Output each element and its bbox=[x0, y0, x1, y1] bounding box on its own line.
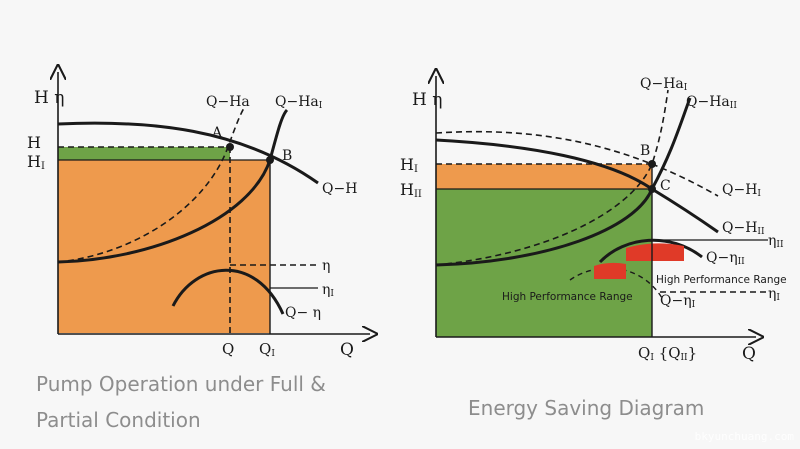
left-qha1-curve bbox=[57, 108, 289, 264]
right-qi-qii-label: QI {QII} bbox=[638, 344, 697, 363]
right-qh2-curve bbox=[435, 138, 719, 234]
right-q-eta1-label: Q−ηI bbox=[660, 293, 696, 310]
left-diagram: H η H HI Q−Ha Q−HaI A B Q−H η ηI Q− η Q … bbox=[27, 72, 370, 360]
left-point-a bbox=[226, 143, 234, 151]
right-etaii-label: ηII bbox=[768, 233, 784, 250]
left-caption: Pump Operation under Full & Partial Cond… bbox=[36, 366, 326, 438]
left-green-band bbox=[58, 147, 230, 160]
right-hpr-mark-1 bbox=[594, 262, 626, 279]
right-hii-label: HII bbox=[400, 180, 422, 200]
right-qha1-label: Q−HaI bbox=[640, 76, 688, 93]
right-qh2-label: Q−HII bbox=[722, 220, 765, 237]
right-etai-label: ηI bbox=[768, 286, 780, 303]
right-q-eta2-label: Q−ηII bbox=[706, 250, 745, 267]
left-point-b bbox=[266, 156, 274, 164]
left-h-label: H bbox=[27, 133, 41, 152]
right-qh1-curve bbox=[435, 130, 719, 197]
right-hpr-label-2: High Performance Range bbox=[656, 274, 787, 286]
left-point-b-label: B bbox=[282, 148, 292, 164]
watermark: bkyunchuang.com bbox=[694, 430, 794, 443]
right-point-b-label: B bbox=[640, 143, 650, 159]
left-qha-curve bbox=[57, 107, 245, 263]
left-q-eta-label: Q− η bbox=[285, 305, 321, 321]
left-eta1-label: ηI bbox=[322, 282, 334, 299]
right-hi-label: HI bbox=[400, 155, 418, 175]
right-hpr-label-1: High Performance Range bbox=[502, 291, 633, 303]
left-qha-label: Q−Ha bbox=[206, 94, 250, 110]
left-q1-label: QI bbox=[259, 340, 275, 359]
right-hpr-mark-2 bbox=[626, 243, 684, 261]
left-qh-label: Q−H bbox=[322, 181, 357, 197]
left-h1-label: HI bbox=[27, 152, 45, 172]
left-orange-area bbox=[58, 160, 270, 333]
left-q-eta-curve bbox=[171, 268, 285, 315]
left-q-label: Q bbox=[222, 340, 234, 358]
right-qha1-curve bbox=[435, 89, 669, 266]
right-orange-band bbox=[436, 164, 652, 189]
right-caption: Energy Saving Diagram bbox=[468, 396, 705, 420]
left-q-axis-label: Q bbox=[340, 340, 354, 360]
left-point-a-label: A bbox=[211, 125, 223, 141]
left-caption-line1: Pump Operation under Full & bbox=[36, 372, 326, 396]
right-qha2-curve bbox=[435, 97, 692, 267]
left-y-axis-label: H η bbox=[34, 88, 64, 108]
left-eta-label: η bbox=[322, 258, 330, 274]
left-caption-line2: Partial Condition bbox=[36, 408, 201, 432]
right-q-axis-label: Q bbox=[742, 344, 756, 364]
right-point-b bbox=[648, 160, 656, 168]
right-point-c-label: C bbox=[660, 178, 671, 194]
right-y-axis-label: H η bbox=[412, 90, 442, 110]
right-q-eta2-curve bbox=[598, 238, 703, 264]
right-diagram: H η HI HII Q−HaI Q−HaII B C Q−HI Q−HII η… bbox=[400, 76, 787, 364]
left-qh-curve bbox=[57, 121, 319, 185]
right-point-c bbox=[648, 185, 656, 193]
left-qha1-label: Q−HaI bbox=[275, 94, 323, 111]
right-qha2-label: Q−HaII bbox=[686, 94, 737, 111]
right-qh1-label: Q−HI bbox=[722, 182, 761, 199]
